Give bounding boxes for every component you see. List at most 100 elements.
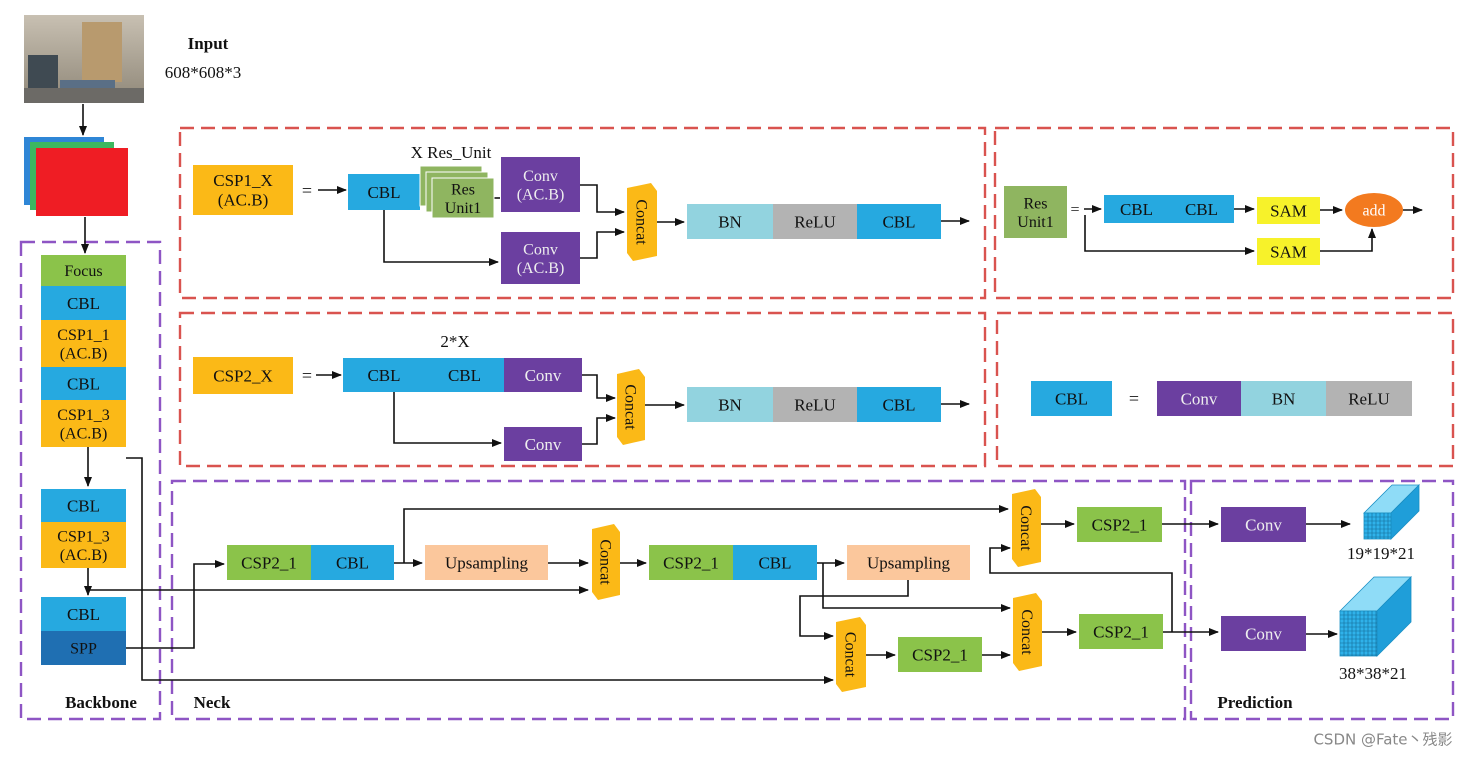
neck-up-b-to-concat3 bbox=[799, 580, 909, 640]
pred-conv-large-label: Conv bbox=[1245, 624, 1282, 643]
neck-csp2-1-e bbox=[1079, 614, 1163, 649]
csp1x-conv-top-label: Conv(AC.B) bbox=[517, 168, 565, 203]
neck-csp2-1-b bbox=[649, 545, 733, 580]
section-neck: Neck bbox=[194, 693, 231, 712]
neck-csp2-1-d-label: CSP2_1 bbox=[1092, 515, 1148, 534]
cbl-def-frame bbox=[995, 311, 1455, 468]
csp2x-conv-top-to-concat bbox=[582, 374, 616, 402]
csp2x-def-block-label: CSP2_X bbox=[213, 366, 273, 385]
pred-output-large-size: 38*38*21 bbox=[1339, 664, 1407, 683]
neck-cbl-b-to-concat5 bbox=[822, 563, 1011, 612]
csp2x-conv-bottom bbox=[504, 427, 582, 461]
pred-output-large-cube bbox=[1339, 576, 1412, 657]
cbl-def-relu bbox=[1326, 381, 1412, 416]
csp1x-conv-bottom-to-concat bbox=[580, 228, 625, 259]
cbl-def-conv-label: Conv bbox=[1181, 389, 1218, 408]
csp2x-cbl-2 bbox=[425, 358, 504, 392]
pred-output-small-cube bbox=[1363, 484, 1420, 540]
csp2x-def-block bbox=[193, 357, 293, 394]
neck-concat-1 bbox=[592, 524, 620, 600]
resunit-sam-1-label: SAM bbox=[1270, 201, 1307, 220]
cbl-def-bn bbox=[1241, 381, 1326, 416]
backbone-focus bbox=[41, 255, 126, 286]
neck-concat-5-label: Concat bbox=[1018, 609, 1035, 655]
csp1x-equals: = bbox=[302, 180, 312, 200]
cbl-def-block-label: CBL bbox=[1055, 389, 1088, 408]
csp1x-conv-top bbox=[501, 157, 580, 212]
backbone-cbl-2-label: CBL bbox=[67, 374, 100, 393]
csp2x-conv-top bbox=[504, 358, 582, 392]
neck-concat-4 bbox=[1012, 489, 1041, 567]
backbone-csp1-3-a-label: CSP1_3(AC.B) bbox=[57, 407, 109, 442]
cbl-def-relu-label: ReLU bbox=[1348, 389, 1390, 408]
csp1x-cbl-out-label: CBL bbox=[882, 212, 915, 231]
csp1x-skip-arrow bbox=[383, 210, 499, 266]
backbone-focus-label: Focus bbox=[64, 263, 102, 280]
resunit-stack-front bbox=[431, 177, 495, 219]
csp1x-cbl-label: CBL bbox=[367, 183, 400, 202]
csp1x-conv-bottom bbox=[501, 232, 580, 284]
neck-csp2-1-c bbox=[898, 637, 982, 672]
backbone-cbl-3-label: CBL bbox=[67, 496, 100, 515]
backbone-csp1-3-a bbox=[41, 400, 126, 447]
csp2x-conv-bottom-label: Conv bbox=[525, 435, 562, 454]
resunit-sam-2-label: SAM bbox=[1270, 242, 1307, 261]
cbl-def-block bbox=[1031, 381, 1112, 416]
csp1x-frame bbox=[178, 126, 987, 300]
csp2x-two-x: 2*X bbox=[440, 332, 469, 351]
neck-cbl-a bbox=[311, 545, 394, 580]
neck-cbl-a-to-concat4 bbox=[403, 505, 1009, 563]
cbl-def-conv bbox=[1157, 381, 1241, 416]
neck-cbl-b-label: CBL bbox=[758, 553, 791, 572]
neck-frame bbox=[170, 479, 1187, 721]
resunit-sam2-to-add bbox=[1320, 228, 1376, 252]
neck-concat-3-label: Concat bbox=[841, 632, 858, 678]
backbone-frame bbox=[19, 240, 162, 721]
csp2x-concat-label: Concat bbox=[621, 384, 638, 430]
neck-csp-e-to-concat4 bbox=[989, 544, 1173, 632]
csp2x-skip-arrow bbox=[393, 392, 502, 447]
csp2x-relu-label: ReLU bbox=[794, 395, 836, 414]
csp1x-concat-label: Concat bbox=[632, 199, 649, 245]
backbone-cbl-4-label: CBL bbox=[67, 605, 100, 624]
pred-output-small-size: 19*19*21 bbox=[1347, 544, 1415, 563]
csp2x-cbl-out bbox=[857, 387, 941, 422]
csp2x-conv-bottom-to-concat bbox=[582, 414, 616, 445]
resunit-cbl-1-label: CBL bbox=[1120, 200, 1153, 219]
cbl-def-bn-label: BN bbox=[1272, 389, 1296, 408]
resunit-def-block bbox=[1004, 186, 1067, 238]
input-size: 608*608*3 bbox=[165, 63, 242, 82]
neck-upsampling-b bbox=[847, 545, 970, 580]
neck-csp2-1-b-label: CSP2_1 bbox=[663, 553, 719, 572]
section-prediction: Prediction bbox=[1217, 693, 1293, 712]
csp1x-bn-label: BN bbox=[718, 212, 742, 231]
neck-p4-to-concat1 bbox=[87, 586, 589, 594]
input-image bbox=[24, 15, 144, 103]
input-title: Input bbox=[188, 34, 229, 53]
backbone-cbl-1-label: CBL bbox=[67, 294, 100, 313]
neck-upsampling-b-label: Upsampling bbox=[867, 553, 951, 572]
backbone-csp1-3-b-label: CSP1_3(AC.B) bbox=[57, 528, 109, 563]
resunit-cbl-2 bbox=[1169, 195, 1234, 223]
neck-cbl-a-label: CBL bbox=[336, 553, 369, 572]
csp2x-cbl-out-label: CBL bbox=[882, 395, 915, 414]
neck-csp2-1-d bbox=[1077, 507, 1162, 542]
neck-csp2-1-e-label: CSP2_1 bbox=[1093, 622, 1149, 641]
pred-conv-large bbox=[1221, 616, 1306, 651]
neck-concat-3 bbox=[836, 617, 866, 692]
pred-conv-small-label: Conv bbox=[1245, 515, 1282, 534]
neck-concat-1-label: Concat bbox=[596, 539, 613, 585]
section-backbone: Backbone bbox=[65, 693, 137, 712]
csp1x-relu-label: ReLU bbox=[794, 212, 836, 231]
feature-map-red bbox=[36, 148, 128, 216]
neck-csp2-1-c-label: CSP2_1 bbox=[912, 645, 968, 664]
cbl-equals: = bbox=[1129, 388, 1139, 408]
csp2x-frame bbox=[178, 311, 987, 468]
csp2x-concat bbox=[617, 369, 645, 445]
backbone-cbl-1 bbox=[41, 286, 126, 320]
csp1x-bn bbox=[687, 204, 773, 239]
csp2x-cbl-1-label: CBL bbox=[367, 366, 400, 385]
resunit-cbl-2-label: CBL bbox=[1185, 200, 1218, 219]
